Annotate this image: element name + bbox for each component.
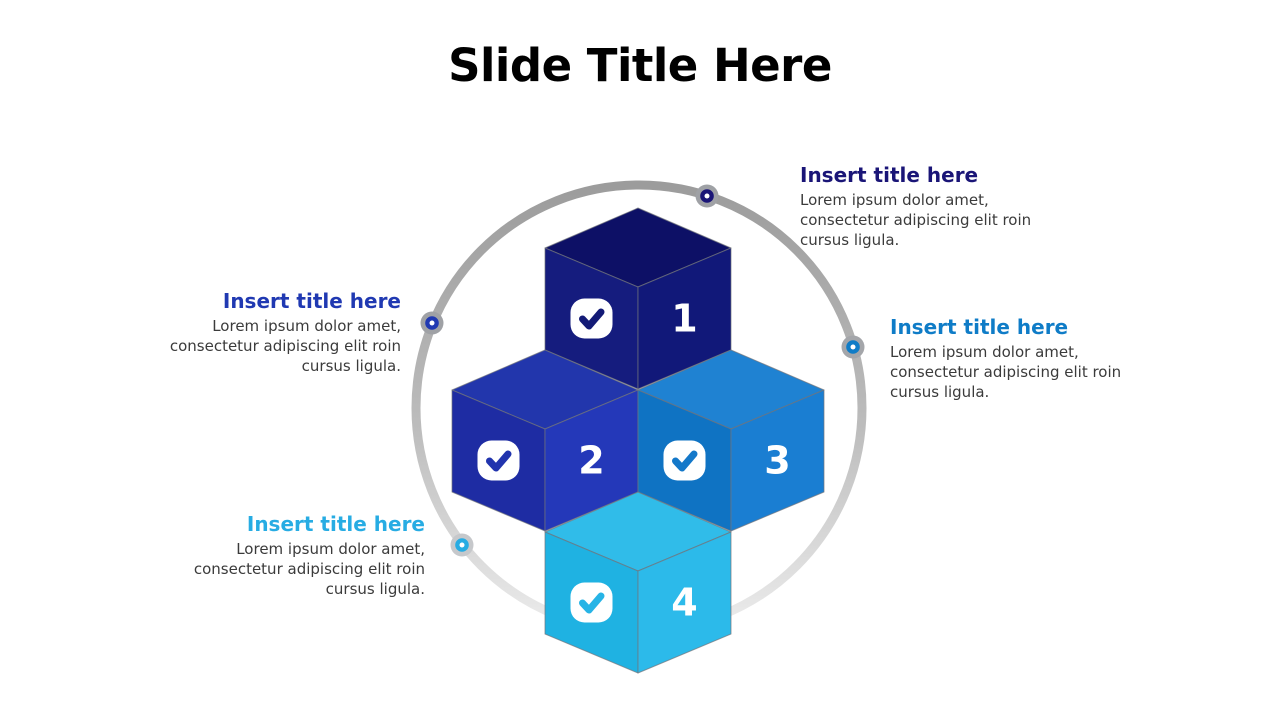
cube-1-number: 1 [671,297,697,341]
connector-dot-top [695,184,719,208]
callout-title: Insert title here [222,289,401,313]
callout-right: Insert title here Lorem ipsum dolor amet… [890,316,1166,403]
dot-center [850,344,856,350]
slide-title: Slide Title Here [448,39,832,92]
cube-1-check-badge [570,298,613,339]
cube-3-check-badge [663,440,706,481]
callout-top-right: Insert title here Lorem ipsum dolor amet… [800,164,1076,251]
callout-bottom-left: Insert title here Lorem ipsum dolor amet… [149,513,425,600]
callout-body: Lorem ipsum dolor amet, consectetur adip… [890,343,1122,401]
callout-left: Insert title here Lorem ipsum dolor amet… [125,290,401,377]
dot-center [459,542,465,548]
cube-3-number: 3 [764,439,790,483]
dot-center [429,320,435,326]
callout-body: Lorem ipsum dolor amet, consectetur adip… [169,317,401,375]
check-icon [579,592,605,614]
check-icon [579,308,605,330]
callout-title: Insert title here [890,315,1069,339]
cube-3-right-face [730,389,825,532]
cube-2-number: 2 [578,439,604,483]
cube-2-check-badge [477,440,520,481]
callout-title: Insert title here [800,163,979,187]
connector-dot-right [841,335,865,359]
callout-body: Lorem ipsum dolor amet, consectetur adip… [800,191,1032,249]
dot-center [704,193,710,199]
connector-dot-left [420,311,444,335]
callout-body: Lorem ipsum dolor amet, consectetur adip… [193,540,425,598]
connector-dot-bottom-left [450,533,474,557]
cube-4-number: 4 [671,581,697,625]
check-icon [672,450,698,472]
cube-4-check-badge [570,582,613,623]
callout-title: Insert title here [246,512,425,536]
cube-4-right-face [637,531,732,674]
check-icon [486,450,512,472]
